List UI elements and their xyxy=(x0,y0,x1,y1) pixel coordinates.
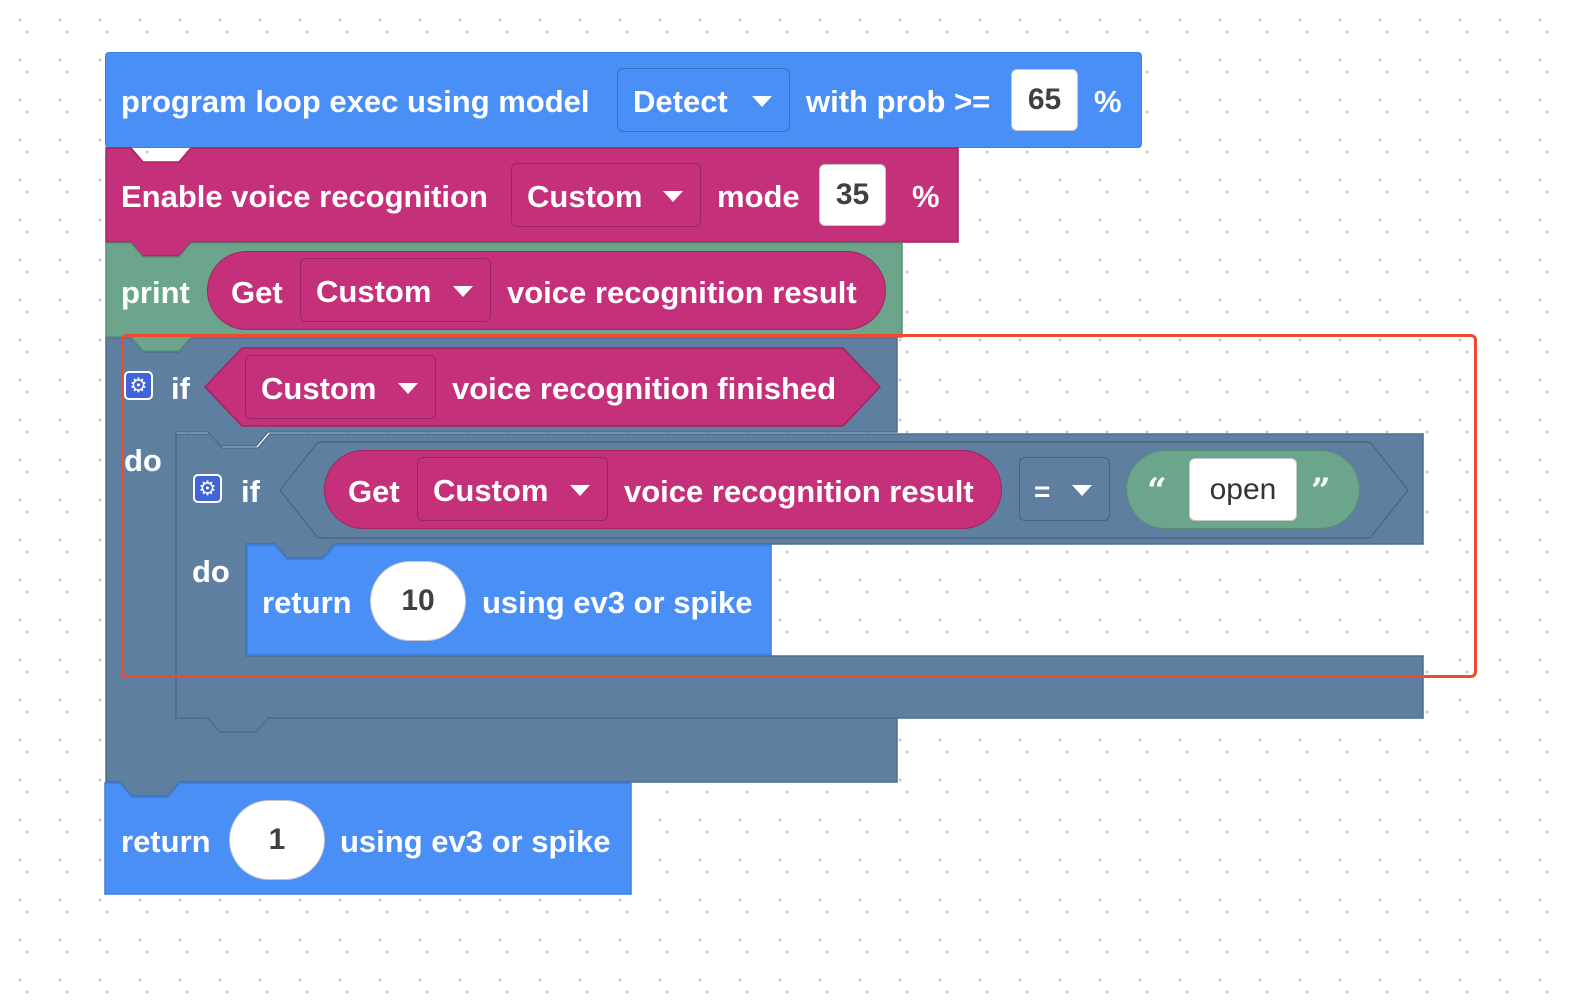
print-label: print xyxy=(121,275,190,310)
print-result-label: voice recognition result xyxy=(507,275,857,310)
final-return-suffix: using ev3 or spike xyxy=(340,824,611,859)
operator-value: = xyxy=(1034,476,1051,507)
print-source-dropdown-value: Custom xyxy=(316,274,432,309)
inner-return-label: return xyxy=(262,585,352,620)
program-loop-label: program loop exec using model xyxy=(121,84,590,119)
operator-dropdown[interactable]: = xyxy=(1019,457,1110,521)
inner-get-label: Get xyxy=(348,474,400,509)
close-quote-icon: ” xyxy=(1311,471,1331,511)
prob-input[interactable]: 65 xyxy=(1011,69,1078,131)
inner-do-label: do xyxy=(192,554,230,589)
final-return-value-input[interactable]: 1 xyxy=(229,800,325,880)
mode-label: mode xyxy=(717,179,800,214)
model-dropdown[interactable]: Detect xyxy=(617,68,790,132)
voice-finished-label: voice recognition finished xyxy=(452,371,837,406)
open-quote-icon: “ xyxy=(1147,471,1167,511)
outer-do-label: do xyxy=(124,443,162,478)
chevron-down-icon xyxy=(453,286,473,297)
mode-percent-label: % xyxy=(912,179,940,214)
print-source-dropdown[interactable]: Custom xyxy=(300,258,491,322)
chevron-down-icon xyxy=(398,383,418,394)
inner-return-value-input[interactable]: 10 xyxy=(370,561,466,641)
mode-number-input[interactable]: 35 xyxy=(819,164,886,226)
enable-voice-label: Enable voice recognition xyxy=(121,179,488,214)
outer-if-label: if xyxy=(171,371,190,406)
print-get-label: Get xyxy=(231,275,283,310)
chevron-down-icon xyxy=(663,191,683,202)
inner-if-label: if xyxy=(241,474,260,509)
model-dropdown-value: Detect xyxy=(633,84,728,119)
chevron-down-icon xyxy=(570,485,590,496)
final-return-label: return xyxy=(121,824,211,859)
voice-mode-dropdown-value: Custom xyxy=(527,179,643,214)
inner-source-dropdown[interactable]: Custom xyxy=(417,457,608,521)
string-input[interactable]: open xyxy=(1189,458,1297,521)
inner-return-suffix: using ev3 or spike xyxy=(482,585,753,620)
inner-result-label: voice recognition result xyxy=(624,474,974,509)
selection-highlight-box xyxy=(121,334,1477,678)
inner-source-dropdown-value: Custom xyxy=(433,473,549,508)
outer-source-dropdown-value: Custom xyxy=(261,371,377,406)
prob-label: with prob >= xyxy=(806,84,991,119)
outer-source-dropdown[interactable]: Custom xyxy=(245,355,436,419)
gear-icon[interactable]: ⚙ xyxy=(193,474,222,503)
chevron-down-icon xyxy=(1072,485,1092,496)
gear-icon[interactable]: ⚙ xyxy=(124,371,153,400)
chevron-down-icon xyxy=(752,96,772,107)
voice-mode-dropdown[interactable]: Custom xyxy=(511,163,701,227)
prob-percent-label: % xyxy=(1094,84,1122,119)
